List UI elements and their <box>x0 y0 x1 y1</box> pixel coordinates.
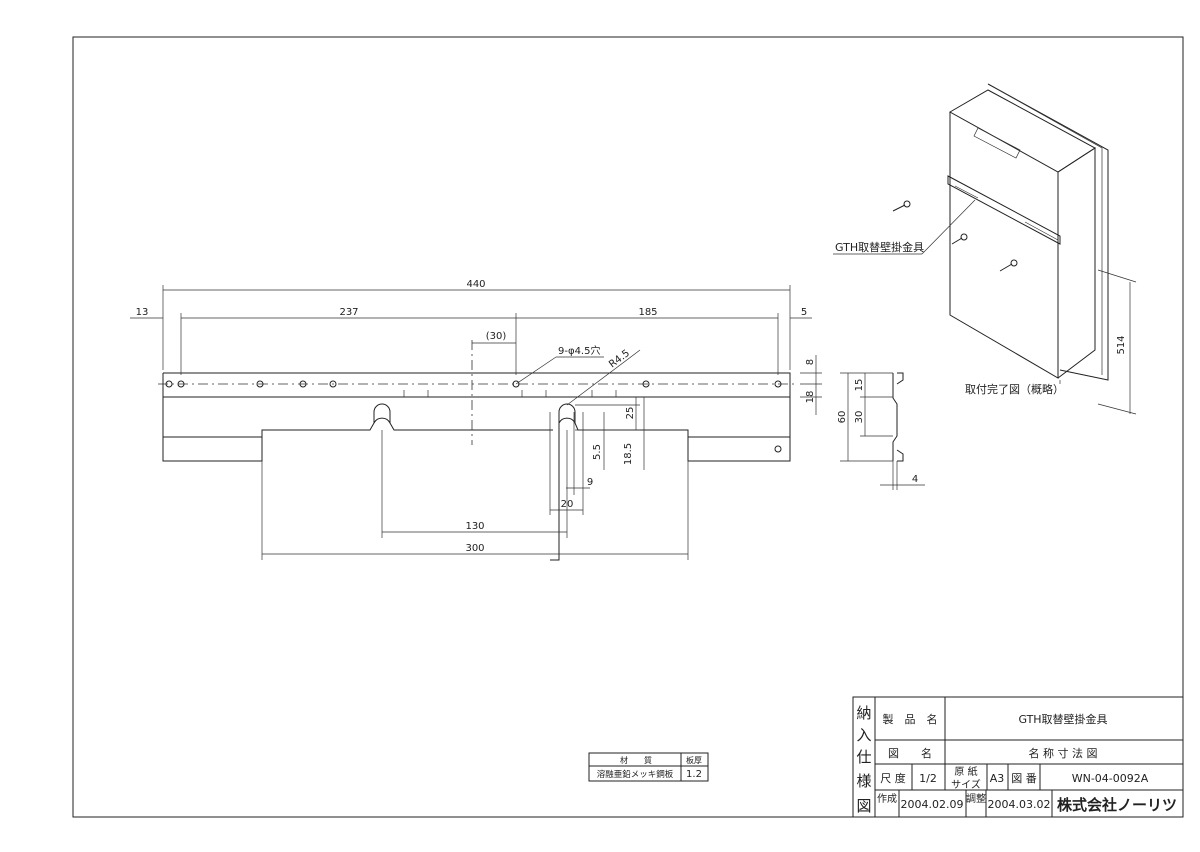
bracket-iso <box>947 175 1061 245</box>
dim-20: 20 <box>561 499 574 510</box>
dim-5: 5 <box>801 307 807 318</box>
screws <box>892 200 1018 272</box>
paper-label-2: サイズ <box>951 778 981 791</box>
holes-note: 9-φ4.5穴 <box>558 344 600 357</box>
thickness-header: 板厚 <box>686 755 702 765</box>
dim-30-ref: (30) <box>486 331 507 342</box>
dim-section-60: 60 <box>837 411 848 424</box>
section-profile <box>892 373 898 461</box>
product-name-label: 製 品 名 <box>883 712 938 726</box>
material-table: 材 質 板厚 溶融亜鉛メッキ鋼板 1.2 <box>588 752 709 782</box>
material-header: 材 質 <box>620 755 652 765</box>
dim-25: 25 <box>625 407 636 420</box>
nameplate <box>973 127 1021 159</box>
adjusted-date: 2004.03.02 <box>988 798 1051 811</box>
side-label-2: 入 <box>856 726 871 744</box>
dim-18: 18 <box>805 391 816 404</box>
paper-label-1: 原 紙 <box>954 765 977 778</box>
iso-caption: 取付完了図（概略） <box>965 382 1064 396</box>
front-view: 440 13 237 185 5 (30) 9-φ4.5穴 R4.5 8 18 … <box>130 279 822 561</box>
side-label-4: 様 <box>856 772 871 790</box>
scale-label: 尺 度 <box>880 771 906 785</box>
created-date: 2004.02.09 <box>901 798 964 811</box>
radius-note: R4.5 <box>607 348 632 371</box>
dim-section-15: 15 <box>854 379 865 392</box>
iso-part-label: GTH取替壁掛金具 <box>835 240 924 254</box>
adjusted-label: 調整 <box>966 792 986 805</box>
dim-440: 440 <box>466 279 485 290</box>
isometric-view: GTH取替壁掛金具 取付完了図（概略） 514 <box>833 83 1137 415</box>
drawing-name: 名 称 寸 法 図 <box>1029 746 1098 760</box>
dim-18-5: 18.5 <box>623 443 634 465</box>
sheet-border <box>72 36 1184 818</box>
slot-right <box>558 403 576 423</box>
dim-300: 300 <box>465 543 484 554</box>
drawing-name-label: 図 名 <box>888 746 932 760</box>
product-name: GTH取替壁掛金具 <box>1018 712 1107 726</box>
section-view: 15 30 60 4 <box>837 372 925 490</box>
dim-8: 8 <box>805 359 816 365</box>
dim-section-30: 30 <box>854 411 865 424</box>
side-label-5: 図 <box>856 797 871 815</box>
dim-9: 9 <box>587 477 593 488</box>
dim-13: 13 <box>136 307 149 318</box>
dwg-no: WN-04-0092A <box>1072 772 1149 785</box>
thickness-value: 1.2 <box>686 769 702 780</box>
dim-section-4: 4 <box>912 474 918 485</box>
dim-130: 130 <box>465 521 484 532</box>
paper-size: A3 <box>990 772 1005 785</box>
dim-237: 237 <box>339 307 358 318</box>
mounting-holes <box>165 380 782 453</box>
scale-value: 1/2 <box>919 772 937 785</box>
dim-514: 514 <box>1116 335 1127 354</box>
created-label: 作成 <box>877 793 897 805</box>
side-label-1: 納 <box>856 704 871 722</box>
material-value: 溶融亜鉛メッキ鋼板 <box>597 769 674 780</box>
slot-left <box>373 403 391 423</box>
dim-5-5: 5.5 <box>592 444 603 460</box>
title-block: 納 入 仕 様 図 製 品 名 GTH取替壁掛金具 図 名 名 称 寸 法 図 … <box>852 696 1184 818</box>
dwg-no-label: 図 番 <box>1011 772 1037 785</box>
dim-185: 185 <box>638 307 657 318</box>
side-label-3: 仕 <box>856 748 871 766</box>
company-name: 株式会社ノーリツ <box>1057 796 1177 814</box>
